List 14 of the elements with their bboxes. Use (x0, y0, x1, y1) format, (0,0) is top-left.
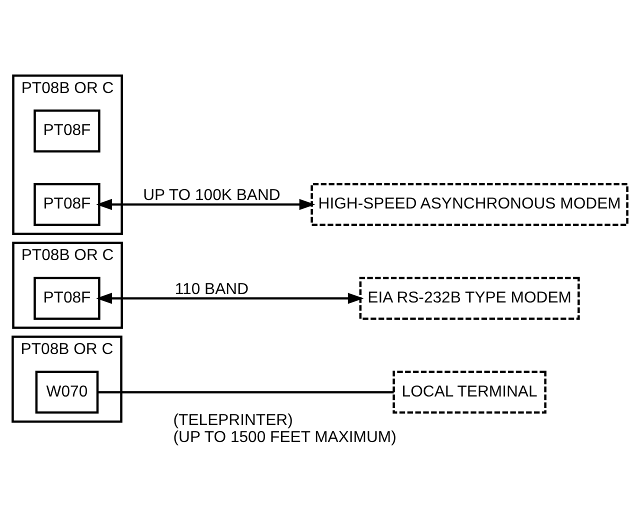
edge-label: UP TO 100K BAND (143, 186, 280, 204)
node-label: (UP TO 1500 FEET MAXIMUM) (173, 428, 396, 446)
node-box: LOCAL TERMINAL (392, 370, 546, 414)
node-box: HIGH-SPEED ASYNCHRONOUS MODEM (310, 182, 628, 226)
node-box: PT08F (34, 182, 100, 226)
node-label: (TELEPRINTER) (173, 412, 293, 429)
edge-label: 110 BAND (174, 280, 249, 298)
arrow (96, 292, 364, 304)
arrow (96, 198, 316, 210)
node-box: W070 (35, 370, 99, 414)
node-box: PT08F (34, 109, 100, 152)
node-box: EIA RS-232B TYPE MODEM (359, 276, 580, 320)
connector (98, 390, 394, 393)
node-box: PT08F (34, 276, 100, 320)
